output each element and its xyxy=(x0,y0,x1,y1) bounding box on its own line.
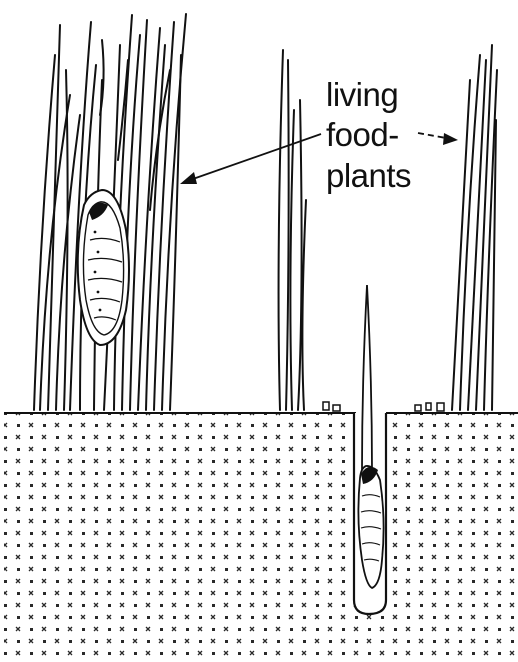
food-plant-clump-right xyxy=(452,45,497,410)
label-food: food- xyxy=(326,116,399,154)
food-plant-clump-middle xyxy=(279,50,306,410)
food-plant-blade-in-burrow xyxy=(362,285,372,470)
label-living: living xyxy=(326,76,398,114)
surface-pebbles xyxy=(323,402,444,411)
label-plants: plants xyxy=(326,157,411,195)
soil xyxy=(4,413,518,662)
pointer-arrow-left xyxy=(180,134,321,184)
larva-in-cocoon xyxy=(78,190,129,345)
pointer-arrow-right xyxy=(418,133,458,145)
